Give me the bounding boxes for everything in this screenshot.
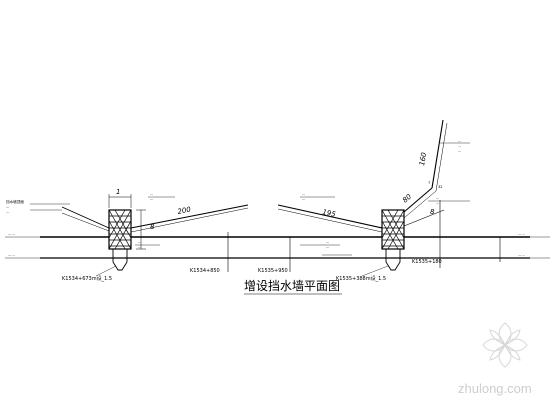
note-top-right-3: ... bbox=[458, 149, 461, 153]
left-wall-foot bbox=[112, 249, 128, 271]
dim-tiny-left: 7 bbox=[428, 181, 430, 185]
note-left-upper-1: ... bbox=[150, 192, 153, 196]
watermark-text: zhulong.com bbox=[458, 381, 532, 396]
note-far-left-3: ... bbox=[6, 210, 9, 214]
note-left-lower-2: ... bbox=[138, 245, 141, 249]
note-right-upper-1: ... bbox=[302, 192, 305, 196]
center-wing-lower bbox=[277, 208, 383, 233]
dim-small-left: 8 bbox=[150, 223, 155, 231]
annotations: 挡水墙顶面 ... ... ... ... ... ... ... ... ..… bbox=[6, 139, 525, 282]
watermark-logo-icon bbox=[482, 322, 528, 368]
left-wall bbox=[108, 194, 146, 271]
left-wing-upper bbox=[130, 204, 249, 229]
note-top-right-1: ... bbox=[458, 139, 461, 143]
dim-left-top: 1 bbox=[116, 188, 120, 196]
drawing-title: 增设挡水墙平面图 bbox=[244, 279, 340, 293]
note-right-lower-2: ... bbox=[436, 201, 439, 205]
top-diag-upper bbox=[431, 119, 444, 189]
side-label-right-bottom: ...... bbox=[518, 253, 525, 257]
note-left-upper-2: ... bbox=[150, 197, 153, 201]
left-wall-hatch bbox=[108, 209, 132, 250]
top-diag-lower bbox=[435, 122, 448, 192]
note-top-right-2: ... bbox=[458, 144, 461, 148]
station-mid: K1534+850 bbox=[190, 268, 220, 274]
left-wing-lower bbox=[130, 207, 249, 233]
side-label-right-top: ...... bbox=[518, 232, 525, 236]
right-short-slope bbox=[403, 209, 445, 227]
dim-tiny-right: 32 bbox=[438, 185, 443, 189]
note-right-upper-2: ... bbox=[302, 197, 305, 201]
dim-right-diag: 80 bbox=[401, 192, 413, 204]
dim-small-right: 8 bbox=[430, 208, 435, 216]
station-right-wall: K1535+388m设_1.5 bbox=[336, 275, 386, 282]
note-right-mid-1: ... bbox=[326, 240, 329, 244]
wing-lines bbox=[61, 119, 448, 233]
dim-left-slope: 200 bbox=[177, 205, 192, 216]
station-mid2: K1535+950 bbox=[258, 268, 288, 274]
note-right-mid-2: ... bbox=[326, 245, 329, 249]
main-lines bbox=[5, 236, 550, 259]
far-left-upper-line bbox=[61, 206, 110, 229]
note-far-left-1: 挡水墙顶面 bbox=[6, 199, 24, 204]
right-diag-lower bbox=[403, 190, 437, 219]
dim-right-slope: 195 bbox=[322, 208, 337, 219]
note-left-lower-1: ... bbox=[138, 240, 141, 244]
note-right-lower-1: ... bbox=[436, 196, 439, 200]
leader-lines bbox=[30, 142, 470, 277]
side-label-left-top: ...... bbox=[8, 232, 15, 236]
right-diag-upper bbox=[403, 187, 433, 213]
vertical-ticks bbox=[227, 200, 501, 272]
side-label-left-bottom: ...... bbox=[8, 253, 15, 257]
note-far-left-2: ... bbox=[6, 205, 9, 209]
center-wing-upper bbox=[277, 204, 383, 229]
right-wall-foot bbox=[385, 249, 401, 271]
station-right: K1535+180 bbox=[412, 259, 442, 265]
far-left-lower-line bbox=[61, 212, 110, 232]
right-wall bbox=[381, 209, 405, 271]
dim-top-diag: 160 bbox=[418, 151, 428, 166]
right-wall-hatch bbox=[381, 209, 405, 250]
watermark: zhulong.com bbox=[458, 322, 532, 396]
station-left-wall: K1534+673m设_1.5 bbox=[62, 275, 112, 282]
